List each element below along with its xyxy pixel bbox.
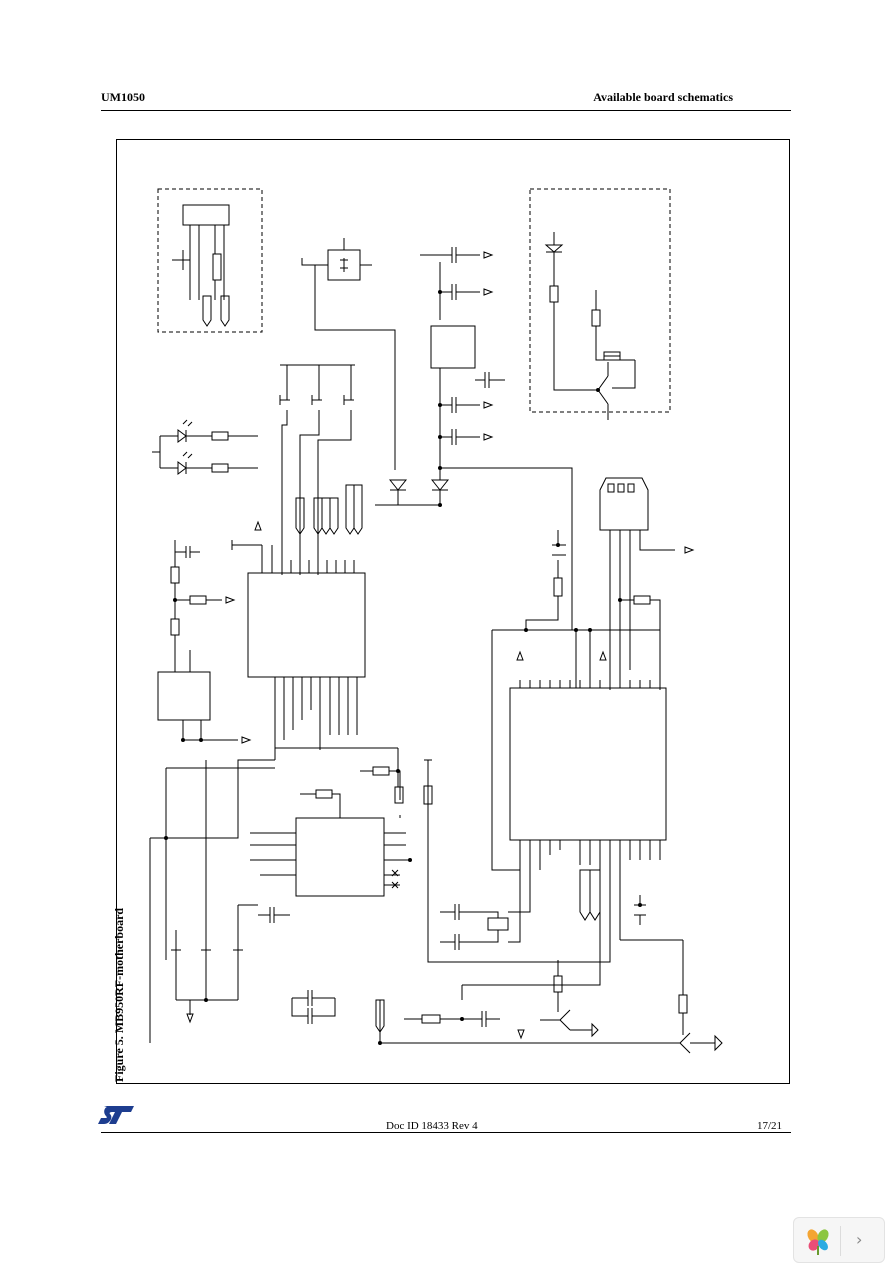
ic-u4 (295, 817, 385, 897)
header-doc-code: UM1050 (101, 90, 145, 104)
viewer-separator (840, 1226, 841, 1256)
schematic-frame (116, 139, 790, 1084)
footer-doc-id: Doc ID 18433 Rev 4 (386, 1120, 478, 1132)
figure-caption: Figure 5. MB950RF-motherboard (112, 907, 126, 1082)
chevron-right-icon[interactable]: › (856, 1230, 863, 1249)
dashed-block-left (157, 188, 263, 333)
ic-u3 (430, 325, 476, 369)
ic-u1 (247, 572, 366, 678)
footer-page-number: 17/21 (757, 1120, 783, 1132)
header-section-title: Available board schematics (593, 90, 733, 104)
viewer-widget[interactable]: › (793, 1217, 885, 1263)
flower-icon (804, 1226, 832, 1261)
st-logo-icon (98, 1104, 136, 1131)
footer-rule (101, 1132, 791, 1133)
ic-u2 (509, 687, 667, 841)
header-rule (101, 110, 791, 111)
dashed-block-right (529, 188, 671, 413)
